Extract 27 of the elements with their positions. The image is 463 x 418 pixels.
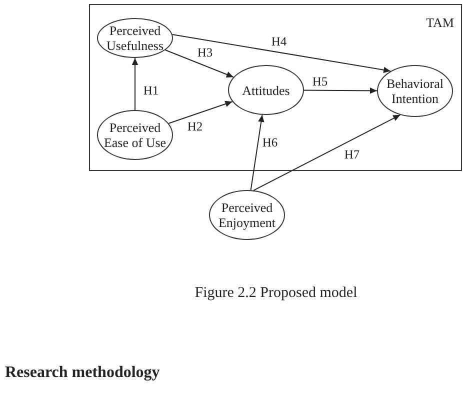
edge-label: H1 — [142, 84, 160, 98]
arrow — [250, 114, 264, 191]
ellipse-node — [228, 65, 304, 115]
node-label: Perceived Ease of Use — [102, 120, 168, 150]
section-heading: Research methodology — [5, 364, 160, 382]
arrow — [253, 114, 401, 191]
edge-label: H7 — [343, 148, 361, 162]
edge-label: H6 — [261, 136, 279, 150]
arrow — [168, 100, 233, 124]
ellipse-node — [209, 190, 285, 240]
arrow — [164, 50, 234, 78]
edge-label: H4 — [270, 36, 288, 48]
arrow — [304, 88, 378, 94]
arrow — [172, 34, 392, 74]
ellipse-node — [377, 65, 453, 117]
group-label: TAM — [426, 15, 454, 30]
node-label: Attitudes — [242, 82, 290, 98]
ellipse-node — [97, 110, 173, 160]
node-label: Perceived Usefulness — [105, 23, 165, 53]
node-label: Perceived Enjoyment — [217, 200, 277, 230]
arrow — [132, 58, 138, 110]
node-label: Behavioral Intention — [385, 76, 445, 106]
ellipse-node — [97, 18, 173, 58]
edge-label: H3 — [196, 46, 214, 60]
figure-caption: Figure 2.2 Proposed model — [194, 285, 358, 302]
edge-label: H5 — [311, 76, 329, 88]
edge-label: H2 — [186, 120, 204, 134]
